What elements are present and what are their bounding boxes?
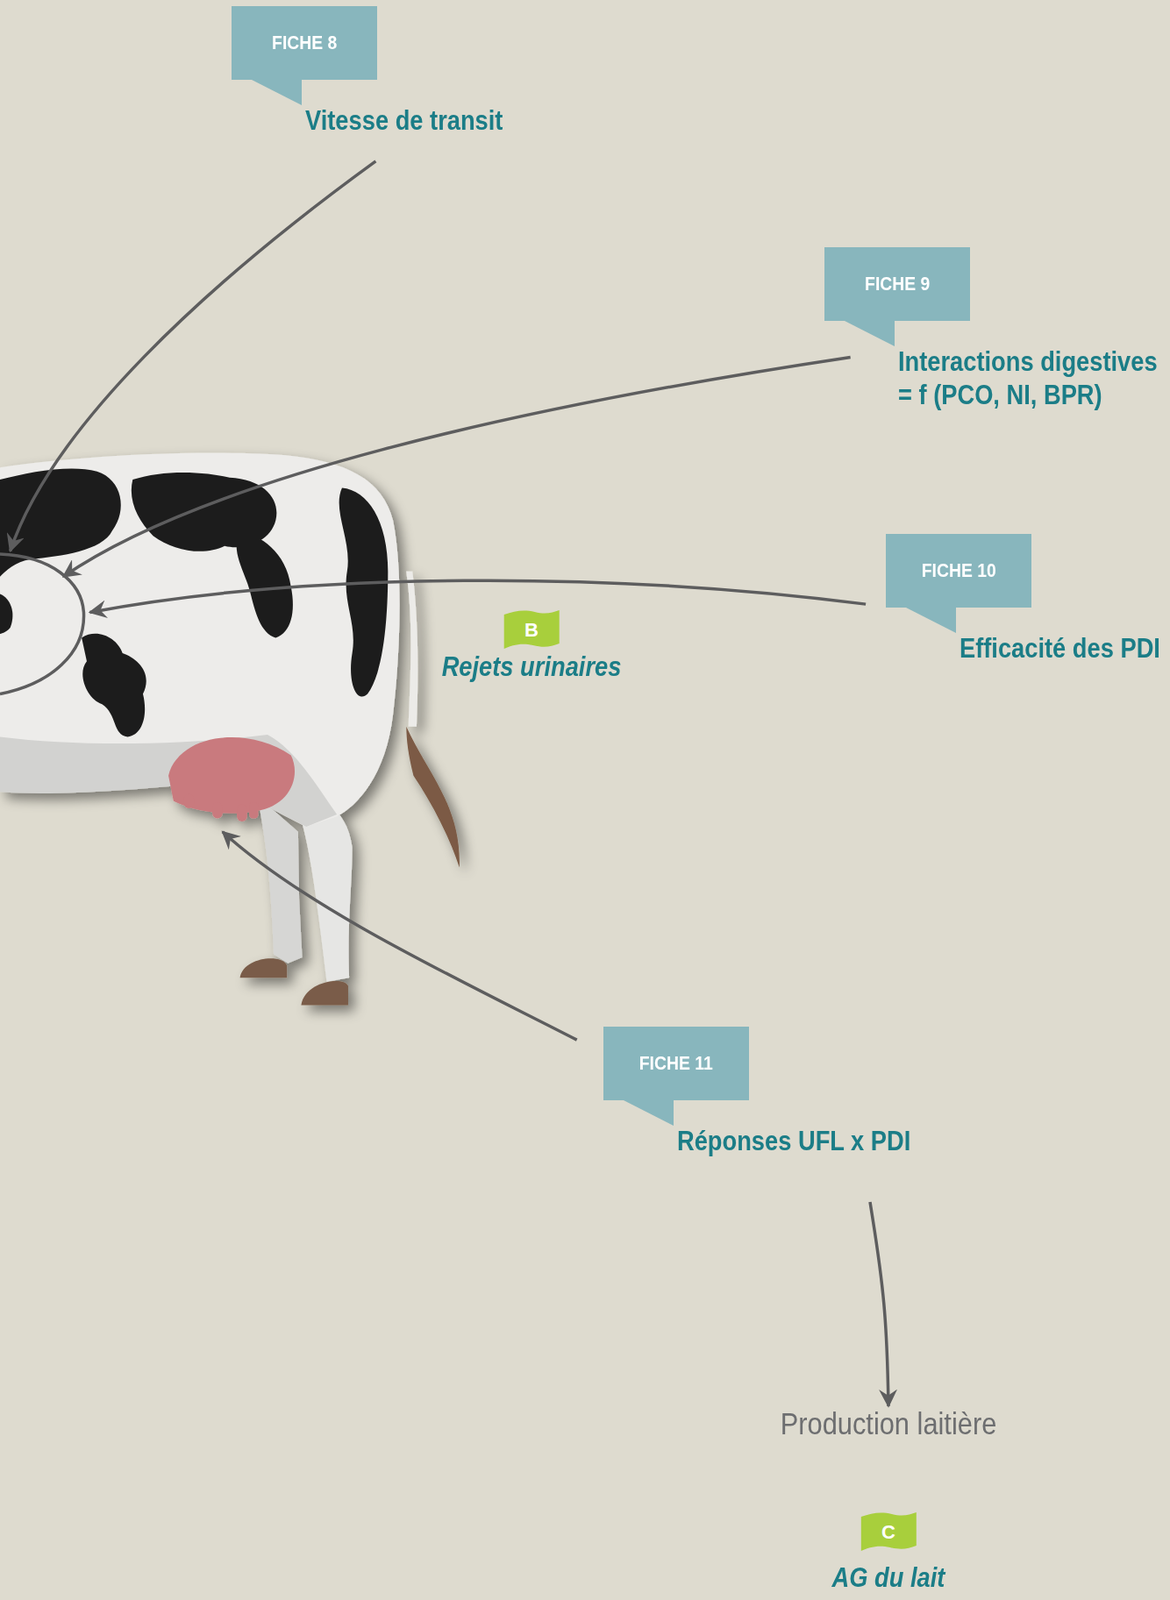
flag-title: AG du lait <box>832 1562 946 1596</box>
leader-arrow <box>222 832 578 1041</box>
leader-arrow <box>63 356 850 577</box>
fiche-title: Efficacité des PDI <box>959 632 1161 666</box>
leader-arrow <box>10 161 377 552</box>
fiche-callout: FICHE 10 Efficacité des PDI <box>885 534 1170 666</box>
flag-callout: C AG du lait <box>824 1511 953 1596</box>
leader-lines <box>0 161 866 1041</box>
fiche-title: Vitesse de transit <box>305 104 503 138</box>
fiche-tag: FICHE 9 <box>824 247 971 322</box>
flag-title: Rejets urinaires <box>442 650 622 685</box>
flow-arrow <box>870 1202 889 1407</box>
output-label: Production laitière <box>748 1406 1029 1442</box>
flag-letter: B <box>524 619 539 643</box>
fiche-number: FICHE 11 <box>639 1052 714 1076</box>
fiche-number: FICHE 10 <box>920 559 996 583</box>
fiche-callout: FICHE 8 Vitesse de transit <box>231 6 530 138</box>
fiche-title: Réponses UFL x PDI <box>677 1125 911 1159</box>
fiche-tag: FICHE 11 <box>603 1027 750 1101</box>
fiche-number: FICHE 8 <box>271 31 337 55</box>
rumen-outline <box>0 554 85 694</box>
fiche-tag: FICHE 8 <box>231 6 378 80</box>
fiche-callout: FICHE 11 Réponses UFL x PDI <box>603 1027 943 1203</box>
fiche-tag: FICHE 10 <box>885 534 1032 608</box>
tag-tail <box>906 607 956 634</box>
tag-tail <box>844 321 895 347</box>
cow-illustration <box>0 452 460 1006</box>
tag-tail <box>623 1100 674 1127</box>
fiche-title: Interactions digestives = f (PCO, NI, BP… <box>898 345 1170 413</box>
flag-letter: C <box>881 1521 896 1545</box>
flag-callout: B Rejets urinaires <box>429 608 635 685</box>
leader-arrow <box>89 580 866 613</box>
fiche-callout: FICHE 9 Interactions digestives = f (PCO,… <box>824 247 1170 413</box>
output-text: Production laitière <box>764 1406 1013 1442</box>
flag-tag: C <box>857 1511 919 1555</box>
fiche-number: FICHE 9 <box>864 272 930 296</box>
tag-tail <box>251 79 302 106</box>
flag-tag: B <box>500 608 562 652</box>
